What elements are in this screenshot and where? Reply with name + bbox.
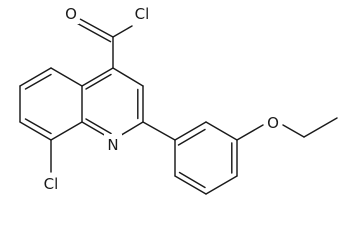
acyl-chloride-group [77, 18, 133, 69]
bond-ph5-ph6-inner [178, 171, 206, 189]
bond-c4a-c5 [50, 67, 83, 87]
bond-c4-c3 [112, 67, 144, 87]
bond-ph5-ph6 [174, 175, 207, 195]
bond-c4-c4a-inner [85, 73, 112, 90]
ring-nitrogen-label: N [107, 136, 118, 154]
bond-c7-c8-inner [24, 118, 52, 135]
bond-ph2-ph3 [205, 121, 238, 141]
bond-ch2-ch3 [303, 117, 338, 138]
ring-chlorine-label: Cl [44, 175, 59, 193]
bond-c5-c6-inner [24, 73, 52, 90]
bond-ph1-ph2-inner [177, 128, 206, 146]
bond-oxygen-ch2 [282, 124, 305, 138]
ethoxyphenyl-ring [142, 121, 238, 195]
pyridine-ring [81, 67, 144, 141]
bond-ph3-oxygen [236, 124, 264, 141]
bond-carbonyl-double-a [79, 18, 114, 38]
bond-ph4-ph5 [205, 175, 238, 195]
carbonyl-oxygen-label: O [65, 5, 77, 23]
bond-carbonyl-double-b [77, 23, 112, 43]
ethoxy-group [236, 117, 338, 141]
bond-c4-c4a [81, 67, 114, 87]
atom-labels: O Cl N Cl O [40, 3, 281, 194]
acyl-chlorine-label: Cl [135, 5, 150, 23]
structure-canvas: O Cl N Cl O [19, 3, 338, 195]
bond-c8-c8a [50, 121, 83, 141]
bond-carbonyl-chlorine [112, 25, 133, 38]
ether-oxygen-label: O [267, 114, 279, 132]
benzo-ring [19, 67, 83, 173]
chemical-structure-drawing: O Cl N Cl O [19, 3, 338, 195]
bond-ph1-ph2 [174, 121, 207, 141]
bond-c5-c6 [19, 67, 52, 87]
bond-c2-phenyl [142, 121, 176, 141]
bond-n1-c8a-inner [85, 118, 112, 135]
bond-c7-c8 [19, 121, 52, 141]
